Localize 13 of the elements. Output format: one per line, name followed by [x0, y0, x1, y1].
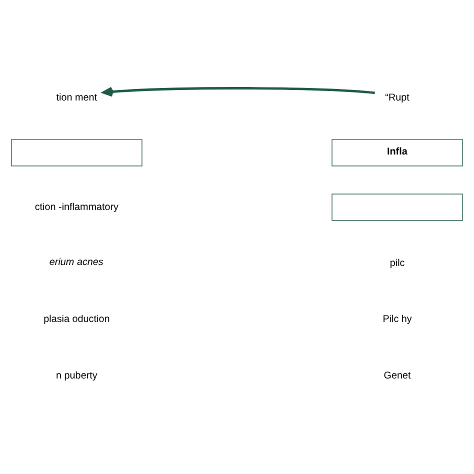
node-box [11, 139, 142, 166]
label: Genet [384, 370, 411, 382]
label: ction -inflammatory [34, 202, 119, 213]
node-box [332, 194, 463, 221]
label: n puberty [56, 370, 98, 382]
node-box: Infla [332, 139, 463, 166]
node-text: tion ment [56, 92, 98, 104]
node-text: “Rupt [385, 92, 410, 104]
label: Pilc hy [382, 314, 412, 326]
label: erium acnes [49, 257, 104, 268]
arrow [102, 86, 375, 97]
label: pilc [390, 258, 405, 270]
label: plasia oduction [44, 314, 110, 326]
